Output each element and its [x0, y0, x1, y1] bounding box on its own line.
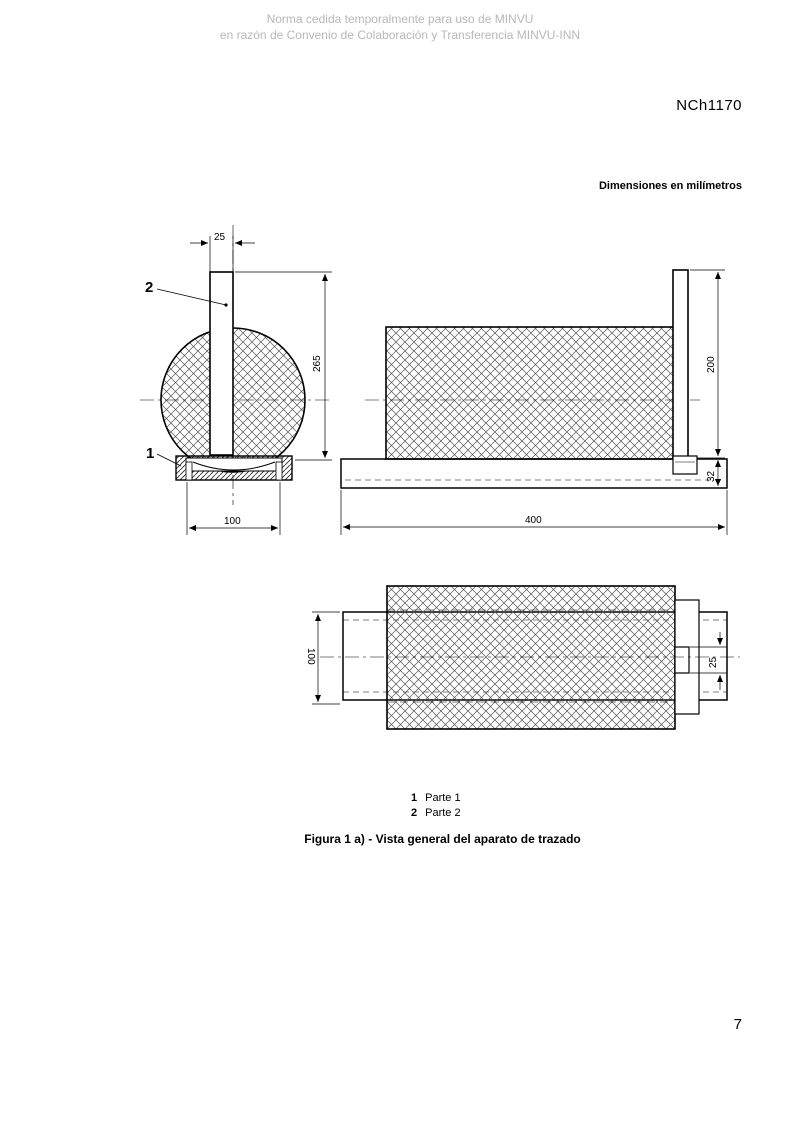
- front-base: [340, 458, 728, 489]
- document-code: NCh1170: [676, 97, 742, 114]
- dim-rod-height: 265: [312, 355, 323, 372]
- dim-plan-rod-width: 25: [708, 656, 719, 668]
- figure-caption: Figura 1 a) - Vista general del aparato …: [304, 832, 581, 846]
- front-roller: [385, 326, 675, 460]
- callout-part-1: 1: [146, 445, 154, 462]
- rod-part-2: [209, 271, 234, 456]
- front-view: 200 32 400: [340, 269, 728, 535]
- dim-rod-width: 25: [214, 232, 226, 243]
- dim-base-width: 100: [224, 516, 241, 527]
- watermark-line-2: en razón de Convenio de Colaboración y T…: [219, 28, 581, 42]
- side-view: 25 265 100 2 1: [140, 225, 332, 535]
- dim-base-height: 32: [706, 470, 717, 482]
- callout-part-2: 2: [145, 279, 153, 296]
- units-note: Dimensiones en milímetros: [598, 180, 742, 192]
- dim-plan-width: 100: [305, 648, 316, 665]
- page-number: 7: [733, 1016, 742, 1033]
- front-post: [672, 269, 689, 459]
- dim-base-length: 400: [525, 515, 542, 526]
- dim-side-rod-height: 200: [706, 356, 717, 373]
- plan-roller: [386, 585, 676, 730]
- watermark-line-1: Norma cedida temporalmente para uso de M…: [266, 12, 534, 26]
- plan-view: 100 25: [305, 585, 740, 730]
